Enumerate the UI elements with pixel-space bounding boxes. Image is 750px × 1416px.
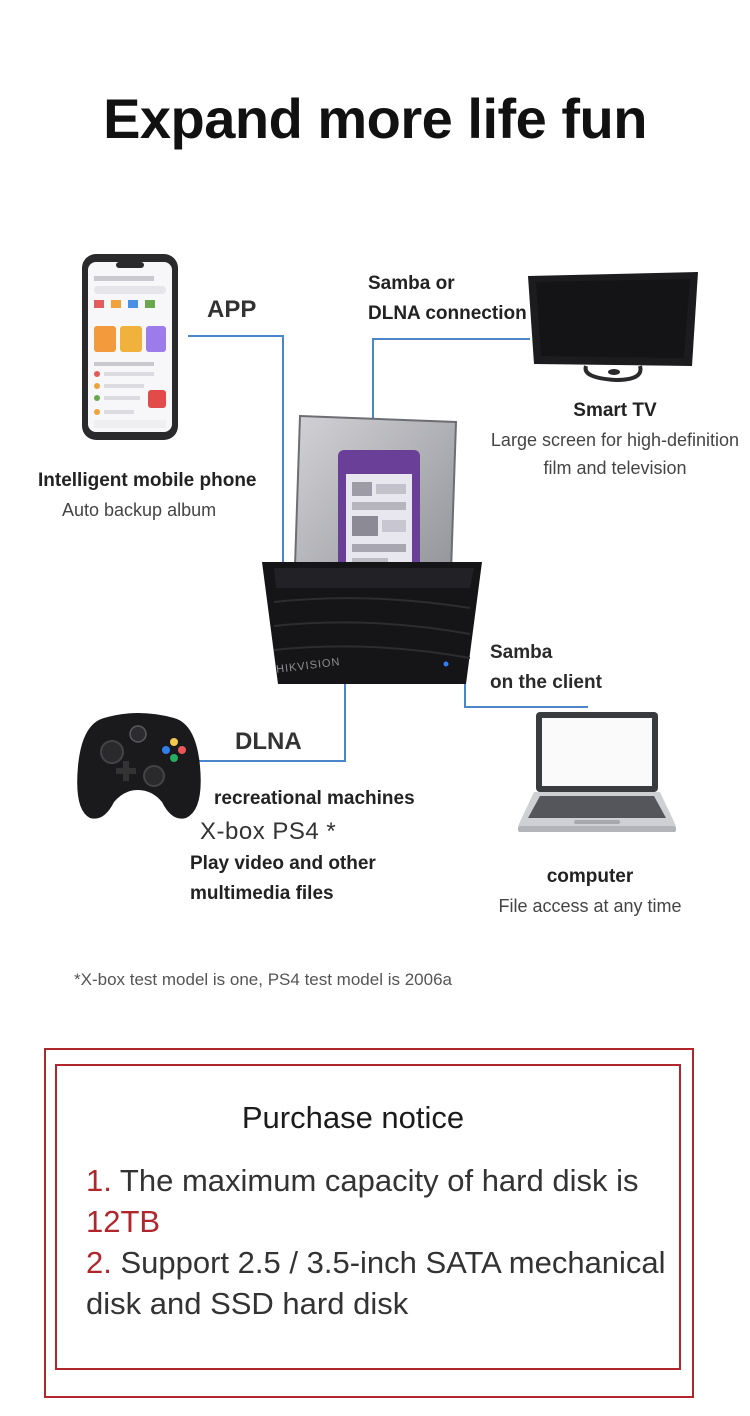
label-samba-dlna-line2: DLNA connection bbox=[368, 303, 527, 324]
laptop-icon bbox=[518, 712, 676, 832]
game-models: X-box PS4 * bbox=[200, 818, 337, 845]
smartphone-icon bbox=[82, 254, 178, 440]
game-desc-line2: multimedia files bbox=[190, 883, 334, 904]
notice-body: 1. The maximum capacity of hard disk is … bbox=[86, 1160, 676, 1324]
label-samba-client-line2: on the client bbox=[490, 672, 602, 693]
game-controller-icon bbox=[77, 713, 201, 819]
connector-line-game-h bbox=[196, 760, 346, 762]
phone-title: Intelligent mobile phone bbox=[38, 470, 257, 491]
label-dlna: DLNA bbox=[235, 728, 302, 755]
page-title: Expand more life fun bbox=[103, 87, 647, 150]
notice-item-2: 2. Support 2.5 / 3.5-inch SATA mechanica… bbox=[86, 1242, 676, 1324]
notice-title: Purchase notice bbox=[241, 1100, 465, 1135]
game-desc-line1: Play video and other bbox=[190, 853, 376, 874]
notice-item-1-num: 1. bbox=[86, 1163, 112, 1198]
connector-line-app-h bbox=[188, 335, 284, 337]
connector-line-game-v bbox=[344, 680, 346, 762]
connector-line-pc-h bbox=[464, 706, 588, 708]
footnote: *X-box test model is one, PS4 test model… bbox=[74, 970, 452, 989]
connector-line-tv-v bbox=[372, 338, 374, 420]
label-samba-dlna-line1: Samba or bbox=[368, 273, 455, 294]
notice-item-1-text: The maximum capacity of hard disk is bbox=[111, 1163, 639, 1198]
computer-title: computer bbox=[546, 866, 634, 887]
tv-subtitle-line2: film and television bbox=[543, 458, 687, 478]
label-samba-client-line1: Samba bbox=[490, 642, 553, 663]
phone-subtitle: Auto backup album bbox=[62, 500, 217, 520]
hard-disk-dock-image bbox=[262, 414, 482, 684]
tv-title: Smart TV bbox=[573, 400, 657, 421]
connector-line-app-v bbox=[282, 335, 284, 580]
notice-item-1-highlight: 12TB bbox=[86, 1204, 161, 1239]
tv-subtitle-line1: Large screen for high-definition bbox=[490, 430, 740, 450]
notice-frame-outer bbox=[44, 1048, 694, 1398]
computer-subtitle: File access at any time bbox=[498, 896, 682, 916]
notice-item-1: 1. The maximum capacity of hard disk is … bbox=[86, 1160, 676, 1242]
notice-item-2-num: 2. bbox=[86, 1245, 112, 1280]
connector-line-tv-h bbox=[372, 338, 530, 340]
notice-frame-inner bbox=[55, 1064, 681, 1370]
notice-item-2-text: Support 2.5 / 3.5-inch SATA mechanical d… bbox=[86, 1245, 666, 1321]
game-title: recreational machines bbox=[214, 788, 415, 809]
label-app: APP bbox=[207, 296, 257, 323]
tv-icon bbox=[528, 272, 698, 383]
